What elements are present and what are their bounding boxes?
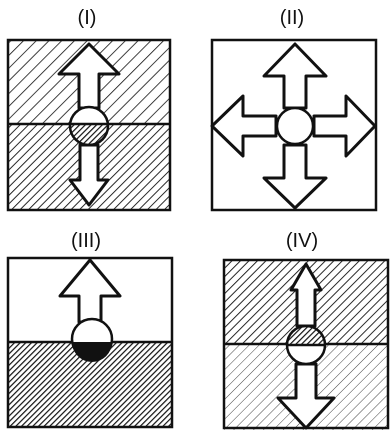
particle: [275, 106, 315, 146]
arrow-down-icon: [276, 362, 336, 430]
arrow-up-icon: [57, 42, 121, 110]
panel-label-ii: (II): [279, 7, 305, 29]
panel-iii: [6, 256, 174, 429]
arrow-up-icon: [289, 262, 323, 328]
panel-label-iii: (III): [71, 230, 101, 252]
arrow-up-icon: [262, 42, 328, 110]
arrow-down-icon: [262, 143, 328, 210]
arrow-right-icon: [312, 94, 377, 158]
arrow-down-icon: [68, 143, 110, 207]
panel-label-iv: (IV): [285, 230, 319, 252]
particle-outline: [285, 324, 327, 366]
arrow-up-icon: [58, 258, 122, 324]
panel-iv: [222, 258, 390, 430]
panel-label-i: (I): [77, 7, 97, 29]
particle-immersed-part: [70, 124, 108, 145]
particle-outline: [68, 105, 110, 147]
panel-i: [6, 38, 172, 212]
panel-ii: [210, 38, 378, 212]
arrow-left-icon: [210, 94, 278, 158]
particle-immersed-part: [72, 342, 112, 362]
particle-immersed-part: [287, 326, 325, 345]
